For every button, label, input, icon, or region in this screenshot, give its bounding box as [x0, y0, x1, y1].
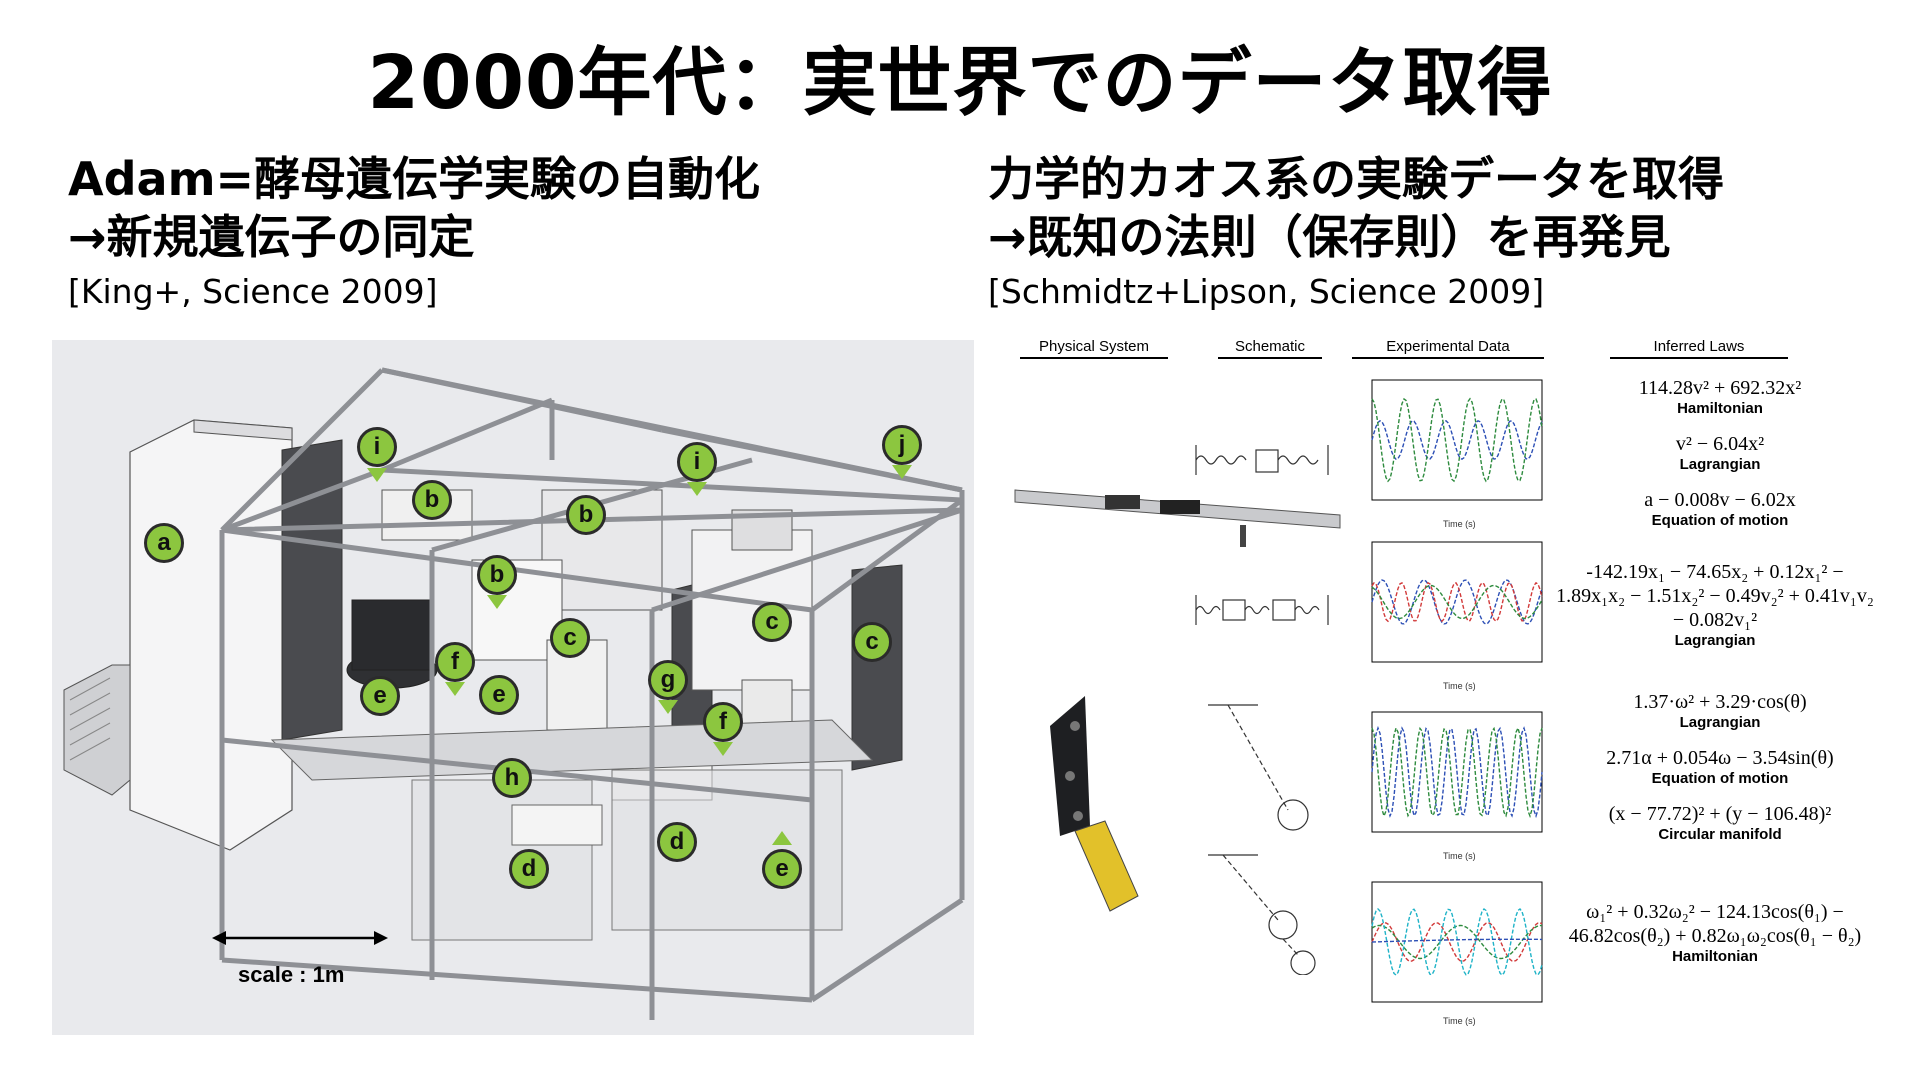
data-trace: [1371, 397, 1543, 483]
law-name: Equation of motion: [1651, 512, 1789, 529]
law-row2-lagrangian: -142.19x₁ − 74.65x₂ + 0.12x₁² − 1.89x₁x₂…: [1555, 560, 1875, 650]
column-header-inferred-laws: Inferred Laws: [1610, 338, 1788, 359]
label-badge-j: j: [882, 425, 922, 465]
data-trace: [1371, 922, 1543, 962]
label-badge-i: i: [677, 442, 717, 482]
data-trace: [1371, 924, 1543, 960]
label-badge-b: b: [477, 555, 517, 595]
down-arrow-icon: [658, 700, 678, 714]
slide-title: 2000年代：実世界でのデータ取得: [367, 40, 1553, 126]
right-heading-line2: →既知の法則（保存則）を再発見: [988, 210, 1671, 264]
label-badge-h: h: [492, 758, 532, 798]
up-arrow-icon: [772, 831, 792, 845]
column-header-schematic: Schematic: [1218, 338, 1322, 359]
down-arrow-icon: [487, 595, 507, 609]
right-heading: 力学的カオス系の実験データを取得 →既知の法則（保存則）を再発見: [988, 150, 1724, 266]
down-arrow-icon: [687, 482, 707, 496]
column-header-experimental-data: Experimental Data: [1352, 338, 1544, 359]
data-trace: [1371, 725, 1543, 819]
law-row1-equation-of-motion: a − 0.008v − 6.02x Equation of motion: [1555, 488, 1885, 530]
left-heading-line1: Adam=酵母遺伝学実験の自動化: [68, 152, 761, 206]
data-trace: [1371, 938, 1542, 943]
label-badge-f: f: [703, 702, 743, 742]
label-badge-e: e: [360, 676, 400, 716]
law-row3-equation-of-motion: 2.71α + 0.054ω − 3.54sin(θ) Equation of …: [1555, 746, 1885, 788]
time-axis-label-3: Time (s): [1443, 851, 1476, 861]
law-expression: (x − 77.72)² + (y − 106.48)²: [1608, 803, 1832, 825]
down-arrow-icon: [892, 465, 912, 479]
law-row1-hamiltonian: 114.28v² + 692.32x² Hamiltonian: [1555, 376, 1885, 418]
label-badge-f: f: [435, 642, 475, 682]
law-row4-hamiltonian: ω₁² + 0.32ω₂² − 124.13cos(θ₁) − 46.82cos…: [1555, 900, 1875, 966]
law-expression: -142.19x₁ − 74.65x₂ + 0.12x₁² − 1.89x₁x₂…: [1556, 561, 1874, 631]
label-badge-e: e: [479, 675, 519, 715]
experimental-data-plots: Time (s) Time (s) Time (s) Time (s): [1371, 379, 1543, 1026]
data-trace: [1371, 419, 1543, 461]
label-badge-d: d: [657, 822, 697, 862]
left-heading: Adam=酵母遺伝学実験の自動化 →新規遺伝子の同定: [68, 150, 760, 266]
label-badge-c: c: [550, 618, 590, 658]
label-badge-i: i: [357, 427, 397, 467]
pendulum-photo: [1050, 696, 1139, 912]
down-arrow-icon: [367, 468, 387, 482]
data-trace: [1371, 584, 1543, 620]
law-row3-circular-manifold: (x − 77.72)² + (y − 106.48)² Circular ma…: [1555, 802, 1885, 844]
law-name: Circular manifold: [1658, 826, 1782, 843]
left-citation: [King+, Science 2009]: [68, 272, 438, 311]
right-citation: [Schmidtz+Lipson, Science 2009]: [988, 272, 1545, 311]
right-heading-line1: 力学的カオス系の実験データを取得: [988, 152, 1724, 206]
left-heading-line2: →新規遺伝子の同定: [68, 210, 475, 264]
law-name: Equation of motion: [1651, 770, 1789, 787]
time-axis-label-2: Time (s): [1443, 681, 1476, 691]
label-badge-c: c: [752, 602, 792, 642]
law-expression: v² − 6.04x²: [1675, 433, 1765, 455]
law-name: Hamiltonian: [1672, 948, 1758, 965]
time-axis-label-4: Time (s): [1443, 1016, 1476, 1026]
law-name: Hamiltonian: [1677, 400, 1763, 417]
label-badge-c: c: [852, 622, 892, 662]
down-arrow-icon: [445, 682, 465, 696]
label-badge-g: g: [648, 660, 688, 700]
down-arrow-icon: [713, 742, 733, 756]
law-name: Lagrangian: [1679, 456, 1761, 473]
law-expression: ω₁² + 0.32ω₂² − 124.13cos(θ₁) − 46.82cos…: [1568, 901, 1862, 947]
scale-label: scale : 1m: [238, 962, 345, 987]
spring-cart-photo: [1014, 489, 1341, 547]
law-expression: 2.71α + 0.054ω − 3.54sin(θ): [1606, 747, 1834, 769]
adam-robot-figure: i b a b i j b c c c f g e e f h d d e: [52, 340, 974, 1035]
law-row3-lagrangian: 1.37·ω² + 3.29·cos(θ) Lagrangian: [1555, 690, 1885, 732]
law-expression: a − 0.008v − 6.02x: [1644, 489, 1796, 511]
law-name: Lagrangian: [1674, 632, 1756, 649]
time-axis-label-1: Time (s): [1443, 519, 1476, 529]
law-name: Lagrangian: [1679, 714, 1761, 731]
label-badge-a: a: [144, 523, 184, 563]
schematic-diagrams: [1195, 445, 1329, 975]
label-badge-e: e: [762, 849, 802, 889]
law-expression: 1.37·ω² + 3.29·cos(θ): [1633, 691, 1807, 713]
column-header-physical-system: Physical System: [1020, 338, 1168, 359]
label-badge-b: b: [566, 495, 606, 535]
law-row1-lagrangian: v² − 6.04x² Lagrangian: [1555, 432, 1885, 474]
data-trace: [1371, 581, 1543, 623]
law-expression: 114.28v² + 692.32x²: [1638, 377, 1802, 399]
data-trace: [1371, 726, 1543, 819]
label-badge-b: b: [412, 480, 452, 520]
label-badge-d: d: [509, 849, 549, 889]
data-trace: [1371, 907, 1543, 977]
